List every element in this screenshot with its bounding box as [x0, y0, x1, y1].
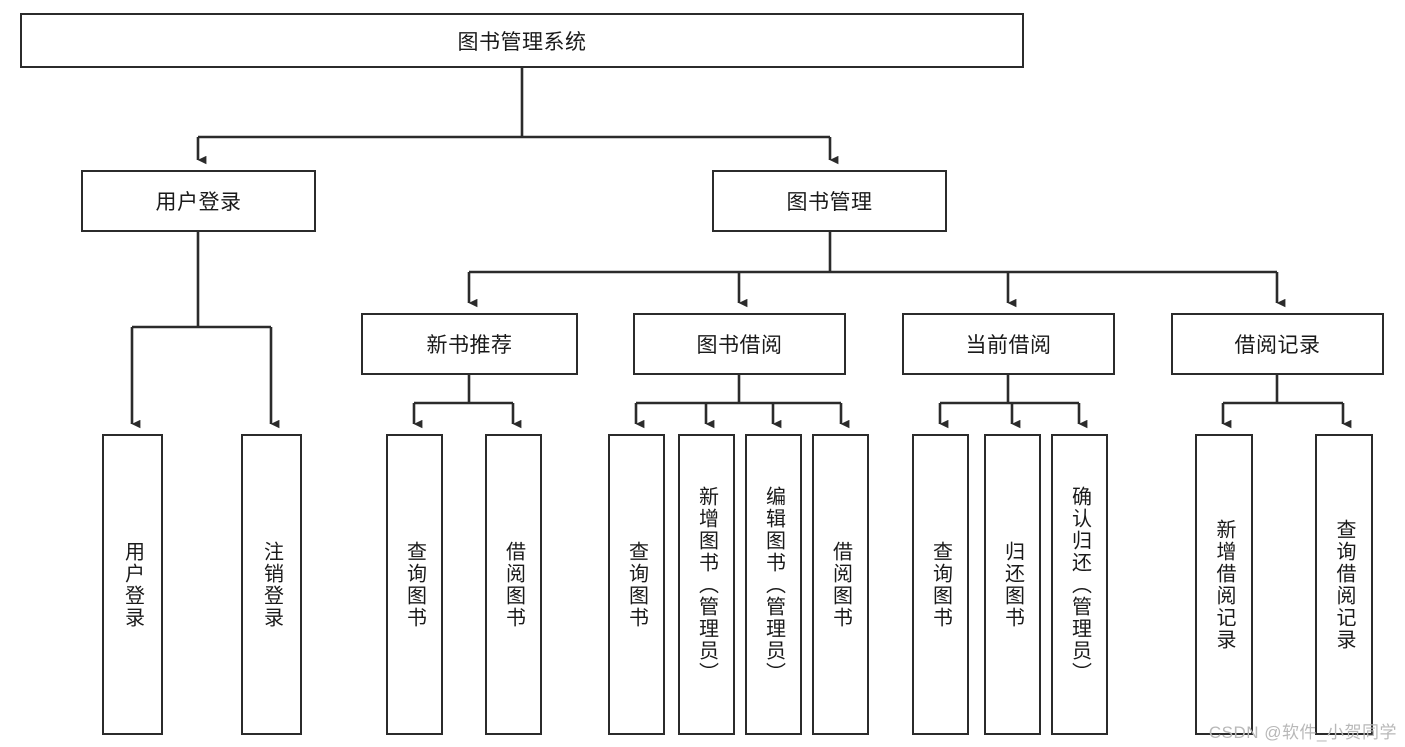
node-current-borrow-label: 当前借阅	[965, 334, 1052, 357]
node-leaf-borrow-book-rec-label: 借阅图书	[502, 540, 525, 629]
node-user-login-label: 用户登录	[155, 191, 242, 214]
node-leaf-edit-book-admin[interactable]: 编辑图书（管理员）	[745, 434, 802, 735]
node-leaf-query-book-rec[interactable]: 查询图书	[386, 434, 443, 735]
node-leaf-query-book-current[interactable]: 查询图书	[912, 434, 969, 735]
node-leaf-query-book-borrow-label: 查询图书	[625, 540, 648, 629]
node-new-book-rec[interactable]: 新书推荐	[361, 313, 578, 375]
node-leaf-user-login-label: 用户登录	[121, 540, 144, 629]
node-leaf-add-borrow-record-label: 新增借阅记录	[1213, 518, 1235, 651]
node-leaf-query-borrow-record[interactable]: 查询借阅记录	[1315, 434, 1373, 735]
node-book-borrow[interactable]: 图书借阅	[633, 313, 846, 375]
node-leaf-confirm-return-admin-label: 确认归还（管理员）	[1068, 485, 1091, 684]
node-borrow-record-label: 借阅记录	[1234, 334, 1321, 357]
node-root-label: 图书管理系统	[457, 30, 587, 54]
node-leaf-query-book-current-label: 查询图书	[929, 540, 952, 629]
edge-group-user-login	[130, 232, 280, 429]
node-leaf-logout[interactable]: 注销登录	[241, 434, 302, 735]
node-leaf-edit-book-admin-label: 编辑图书（管理员）	[762, 485, 785, 684]
node-leaf-borrow-book-label: 借阅图书	[829, 540, 852, 629]
node-leaf-logout-label: 注销登录	[260, 540, 283, 629]
edge-group-current-borrow	[938, 375, 1088, 429]
node-leaf-add-borrow-record[interactable]: 新增借阅记录	[1195, 434, 1253, 735]
node-leaf-add-book-admin-label: 新增图书（管理员）	[695, 485, 718, 684]
node-new-book-rec-label: 新书推荐	[426, 334, 513, 357]
node-leaf-confirm-return-admin[interactable]: 确认归还（管理员）	[1051, 434, 1108, 735]
node-borrow-record[interactable]: 借阅记录	[1171, 313, 1384, 375]
edge-group-book-manage	[467, 232, 1286, 308]
node-leaf-borrow-book-rec[interactable]: 借阅图书	[485, 434, 542, 735]
node-leaf-return-book-label: 归还图书	[1001, 540, 1024, 629]
node-leaf-query-book-borrow[interactable]: 查询图书	[608, 434, 665, 735]
node-leaf-add-book-admin[interactable]: 新增图书（管理员）	[678, 434, 735, 735]
node-leaf-borrow-book[interactable]: 借阅图书	[812, 434, 869, 735]
edge-group-new-book-rec	[412, 375, 522, 429]
node-user-login[interactable]: 用户登录	[81, 170, 316, 232]
node-root[interactable]: 图书管理系统	[20, 13, 1024, 68]
node-book-manage[interactable]: 图书管理	[712, 170, 947, 232]
node-current-borrow[interactable]: 当前借阅	[902, 313, 1115, 375]
node-book-borrow-label: 图书借阅	[696, 334, 783, 357]
edge-group-root	[196, 68, 839, 165]
edge-group-book-borrow	[634, 375, 850, 429]
node-leaf-return-book[interactable]: 归还图书	[984, 434, 1041, 735]
node-leaf-query-book-rec-label: 查询图书	[403, 540, 426, 629]
edge-group-borrow-record	[1221, 375, 1352, 429]
node-leaf-user-login[interactable]: 用户登录	[102, 434, 163, 735]
node-book-manage-label: 图书管理	[786, 191, 873, 214]
node-leaf-query-borrow-record-label: 查询借阅记录	[1333, 518, 1355, 651]
